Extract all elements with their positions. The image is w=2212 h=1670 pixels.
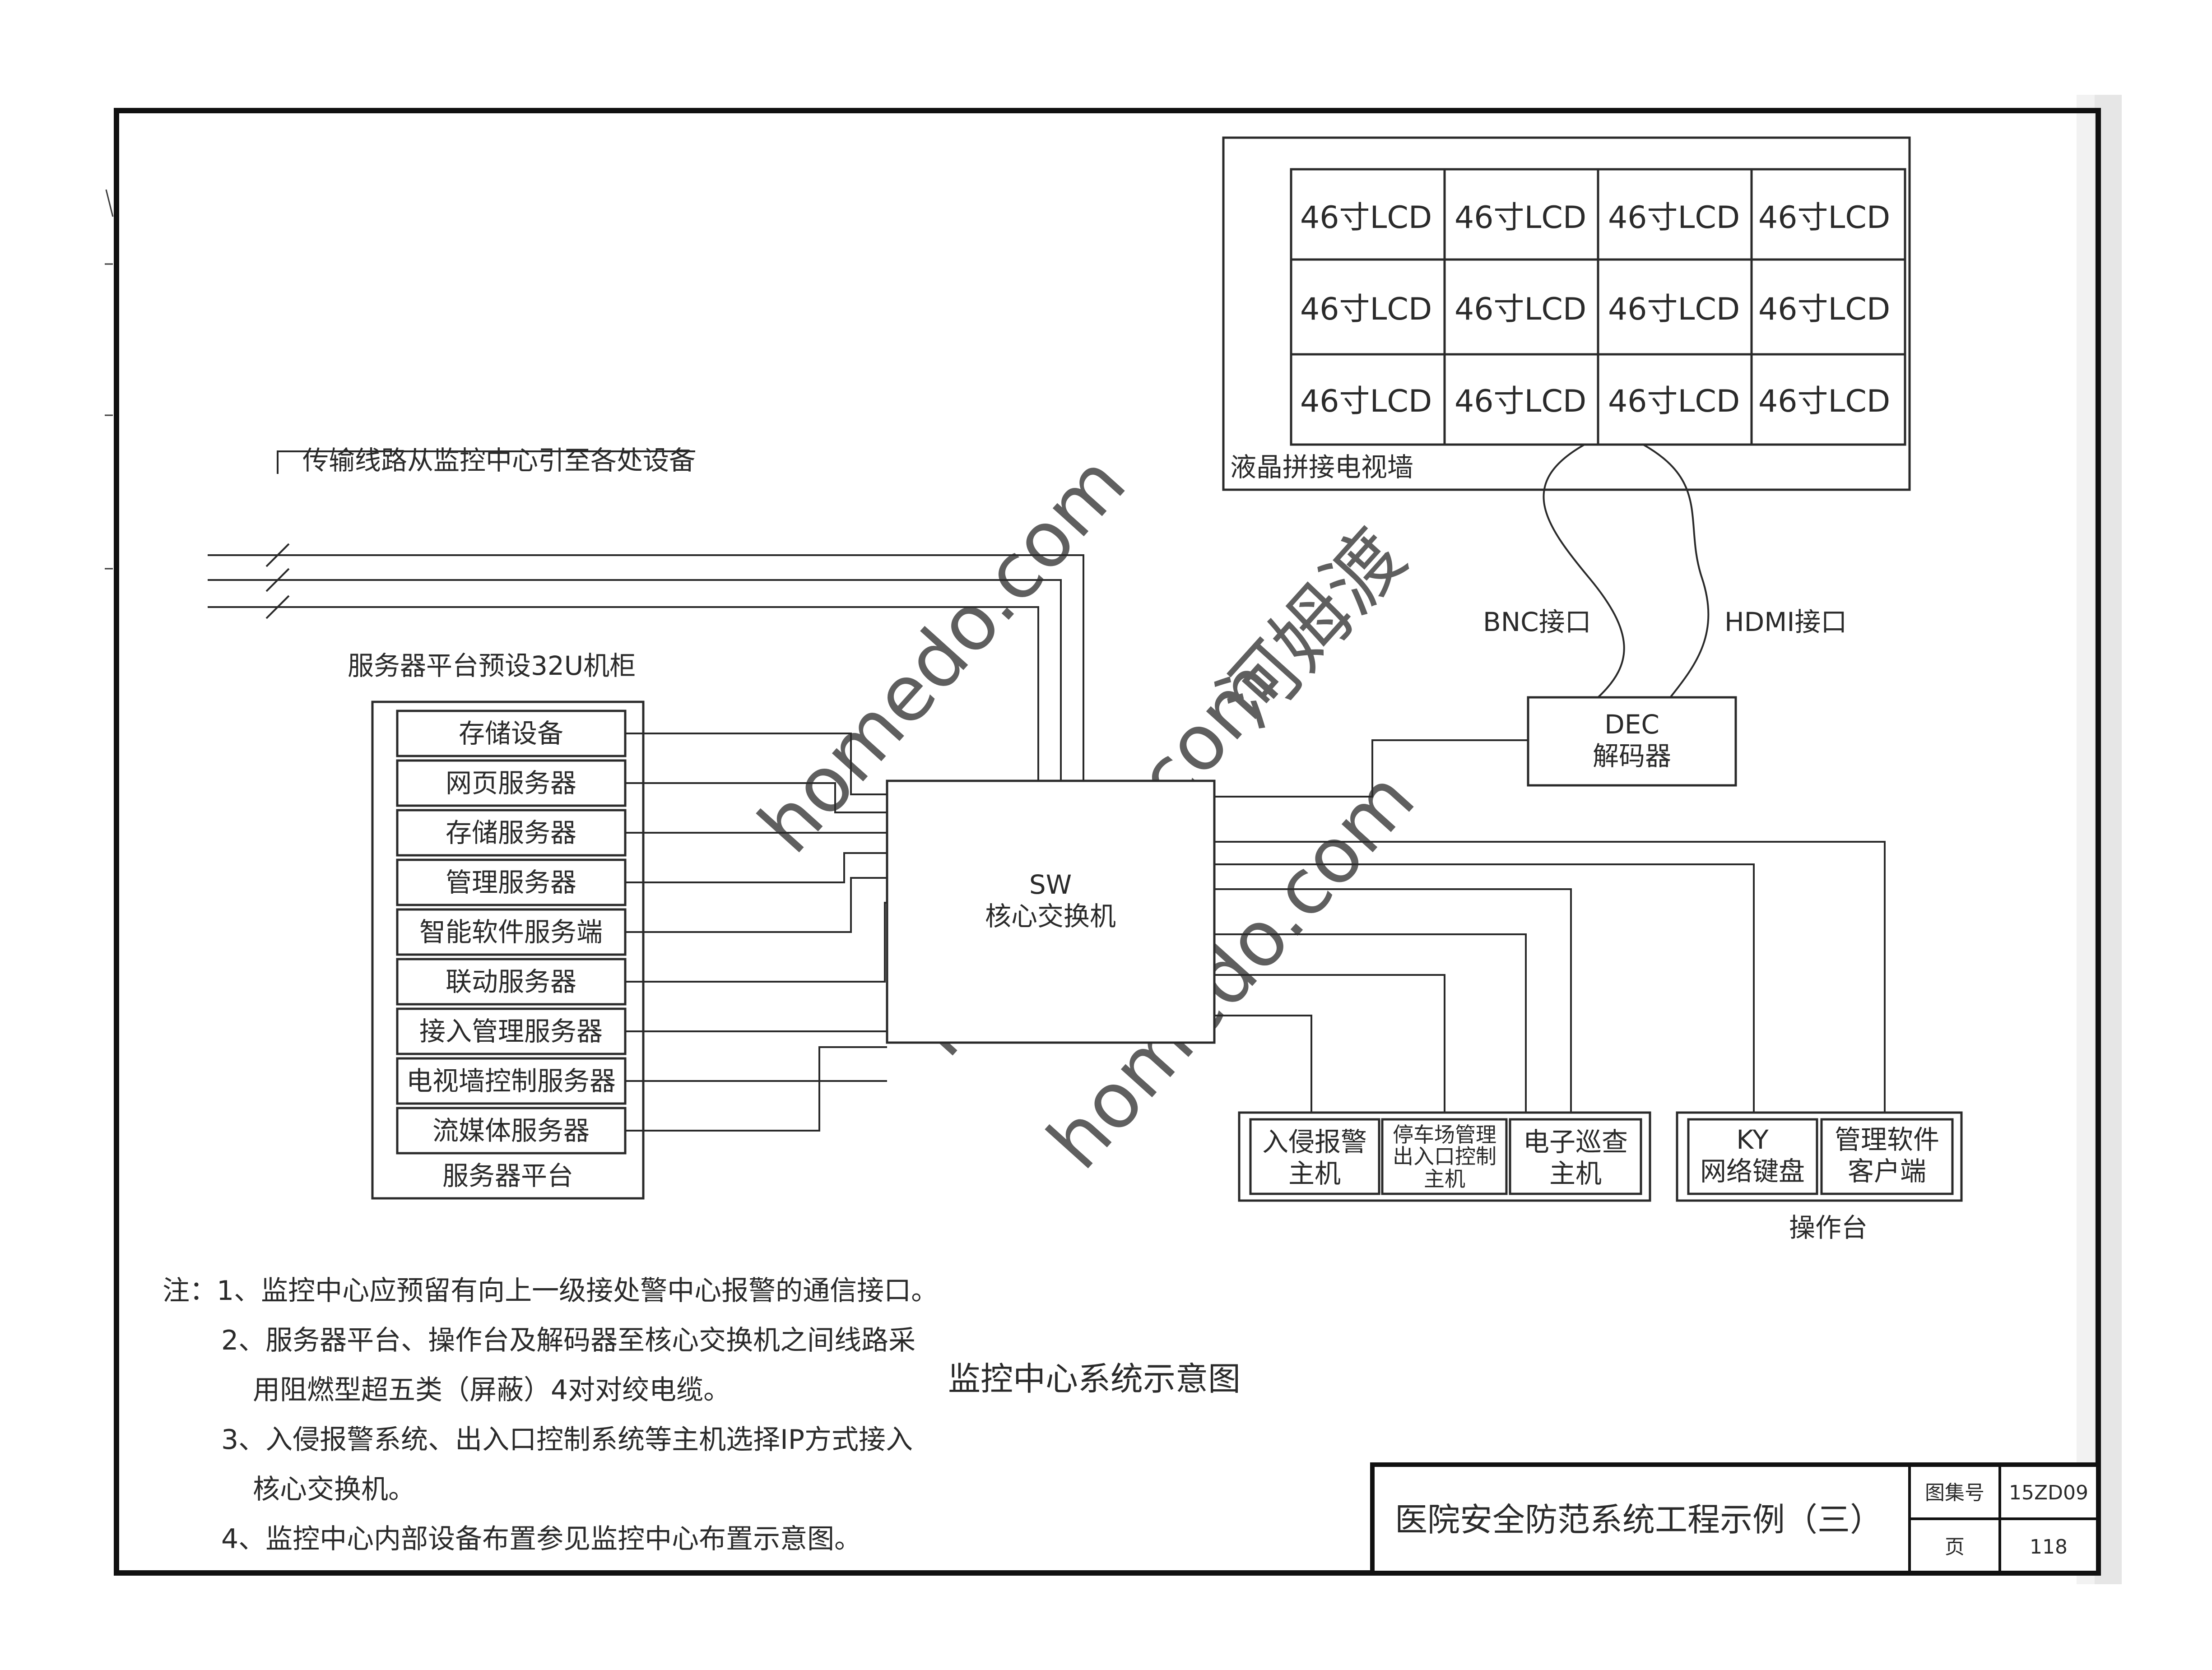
lcd-panel-label: 46寸LCD xyxy=(1300,384,1432,419)
transmission-lines xyxy=(208,450,1084,781)
title-block: 医院安全防范系统工程示例（三） 图集号 15ZD09 页 118 xyxy=(1370,1462,2100,1575)
rack-item-management-server: 管理服务器 xyxy=(446,867,576,898)
atlas-number: 15ZD09 xyxy=(2009,1481,2088,1504)
lcd-panel-label: 46寸LCD xyxy=(1608,384,1740,419)
rack-item-web-server: 网页服务器 xyxy=(446,768,576,798)
parking-access-host-line1: 停车场管理 xyxy=(1393,1123,1496,1147)
client-software-line2: 客户端 xyxy=(1848,1156,1926,1187)
client-software-line1: 管理软件 xyxy=(1835,1124,1939,1155)
rack-switch-links xyxy=(625,733,887,1132)
note-line: 注：1、监控中心应预留有向上一级接处警中心报警的通信接口。 xyxy=(163,1275,938,1307)
atlas-number-label: 图集号 xyxy=(1925,1481,1984,1504)
lcd-panel-label: 46寸LCD xyxy=(1758,200,1890,236)
console-label: 操作台 xyxy=(1789,1212,1868,1243)
rack-item-tv-wall-control-server: 电视墙控制服务器 xyxy=(406,1066,616,1096)
rack-footer-label: 服务器平台 xyxy=(442,1160,573,1191)
decoder-desc: 解码器 xyxy=(1593,741,1671,771)
rack-item-streaming-media-server: 流媒体服务器 xyxy=(432,1115,590,1146)
note-line: 3、入侵报警系统、出入口控制系统等主机选择IP方式接入 xyxy=(221,1424,913,1456)
core-switch: SW 核心交换机 xyxy=(886,779,1216,1044)
bnc-interface-label: BNC接口 xyxy=(1483,607,1591,637)
patrol-host-line1: 电子巡查 xyxy=(1523,1127,1628,1157)
lcd-wall-label: 液晶拼接电视墙 xyxy=(1230,452,1413,482)
lcd-panel-label: 46寸LCD xyxy=(1758,292,1890,327)
note-line: 用阻燃型超五类（屏蔽）4对对绞电缆。 xyxy=(253,1374,730,1406)
notes: 注：1、监控中心应预留有向上一级接处警中心报警的通信接口。 2、服务器平台、操作… xyxy=(163,1275,938,1555)
host-group xyxy=(1238,1111,1651,1202)
operator-console xyxy=(1676,1111,1963,1202)
server-rack xyxy=(371,700,645,1200)
lcd-panel-label: 46寸LCD xyxy=(1608,292,1740,327)
rack-item-smart-software-server: 智能软件服务端 xyxy=(419,917,603,947)
diagram-title: 监控中心系统示意图 xyxy=(948,1360,1241,1398)
page-number: 118 xyxy=(2030,1535,2068,1559)
title-block-title: 医院安全防范系统工程示例（三） xyxy=(1395,1501,1882,1539)
page-label: 页 xyxy=(1945,1535,1965,1559)
lcd-video-wall: 46寸LCD 46寸LCD 46寸LCD 46寸LCD 46寸LCD 46寸LC… xyxy=(1222,136,1911,491)
patrol-host-line2: 主机 xyxy=(1549,1158,1602,1189)
note-line: 4、监控中心内部设备布置参见监控中心布置示意图。 xyxy=(221,1523,861,1555)
rack-item-access-management-server: 接入管理服务器 xyxy=(419,1016,603,1047)
page-edge-shadow-inner xyxy=(2077,95,2095,1584)
parking-access-host-line2: 出入口控制 xyxy=(1393,1144,1496,1169)
video-cables xyxy=(1543,444,1710,698)
svg-text:河姆渡: 河姆渡 xyxy=(1202,513,1422,744)
binding-marks xyxy=(105,189,114,570)
switch-desc: 核心交换机 xyxy=(985,901,1116,932)
decoder-box: DEC 解码器 xyxy=(1527,696,1737,787)
note-line: 2、服务器平台、操作台及解码器至核心交换机之间线路采 xyxy=(221,1325,915,1356)
lcd-panel-label: 46寸LCD xyxy=(1300,292,1432,327)
intrusion-alarm-host-line1: 入侵报警 xyxy=(1262,1127,1367,1157)
lcd-panel-grid xyxy=(1290,168,1906,446)
rack-item-linkage-server: 联动服务器 xyxy=(446,966,576,997)
note-line: 核心交换机。 xyxy=(253,1474,415,1505)
lcd-panel-label: 46寸LCD xyxy=(1758,384,1890,419)
transmission-label: 传输线路从监控中心引至各处设备 xyxy=(302,445,695,476)
lcd-panel-label: 46寸LCD xyxy=(1455,384,1586,419)
network-keyboard-line2: 网络键盘 xyxy=(1700,1156,1805,1187)
network-keyboard-line1: KY xyxy=(1736,1124,1769,1155)
switch-device-links xyxy=(1214,841,1886,1119)
switch-name: SW xyxy=(1029,869,1072,900)
rack-caption: 服务器平台预设32U机柜 xyxy=(348,650,636,681)
rack-item-storage-device: 存储设备 xyxy=(459,718,563,749)
hdmi-interface-label: HDMI接口 xyxy=(1724,607,1847,637)
decoder-name: DEC xyxy=(1604,709,1659,740)
lcd-panel-label: 46寸LCD xyxy=(1608,200,1740,236)
lcd-panel-label: 46寸LCD xyxy=(1455,292,1586,327)
intrusion-alarm-host-line2: 主机 xyxy=(1288,1158,1341,1189)
parking-access-host-line3: 主机 xyxy=(1424,1167,1465,1191)
drawing-frame xyxy=(114,108,2101,1576)
switch-decoder-link xyxy=(1214,739,1528,798)
lcd-panel-label: 46寸LCD xyxy=(1455,200,1586,236)
rack-item-storage-server: 存储服务器 xyxy=(446,817,576,848)
lcd-panel-label: 46寸LCD xyxy=(1300,200,1432,236)
